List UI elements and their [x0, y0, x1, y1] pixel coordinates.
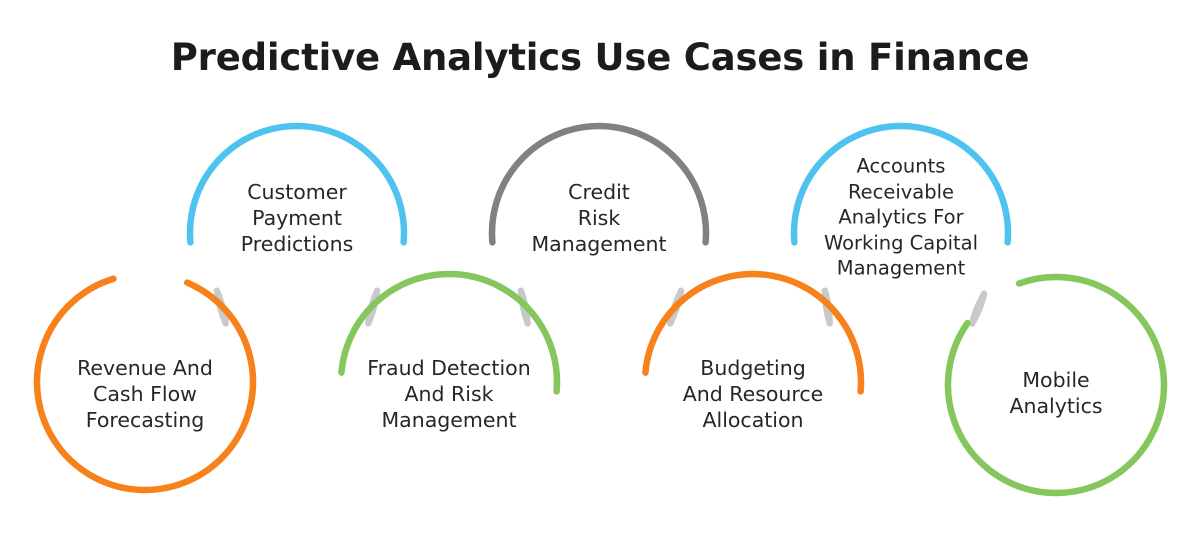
- node-arc: [488, 122, 710, 246]
- node-arc: [642, 270, 865, 395]
- node-circle-credit-risk-management[interactable]: [488, 122, 710, 246]
- connector-dot: [222, 320, 229, 327]
- node-arc: [33, 275, 257, 494]
- page-title: Predictive Analytics Use Cases in Financ…: [170, 36, 1030, 79]
- connector-dot: [524, 320, 531, 327]
- node-arc: [944, 273, 1168, 497]
- node-circle-budgeting-and-resource-allocation[interactable]: [642, 270, 865, 395]
- node-circle-customer-payment-predictions[interactable]: [186, 122, 408, 246]
- node-circle-mobile-analytics[interactable]: [944, 273, 1168, 497]
- node-arc: [790, 122, 1012, 246]
- connector-dot: [677, 287, 685, 295]
- node-arc: [338, 270, 561, 395]
- node-circle-revenue-and-cash-flow-forecasting[interactable]: [33, 275, 257, 494]
- connector-dot: [980, 290, 988, 298]
- connector-dot: [826, 320, 833, 327]
- node-arc: [186, 122, 408, 246]
- connector-dotted-path: [213, 287, 988, 327]
- connector-dot: [373, 287, 381, 295]
- node-circle-fraud-detection-and-risk-management[interactable]: [338, 270, 561, 395]
- node-circle-accounts-receivable-analytics[interactable]: [790, 122, 1012, 246]
